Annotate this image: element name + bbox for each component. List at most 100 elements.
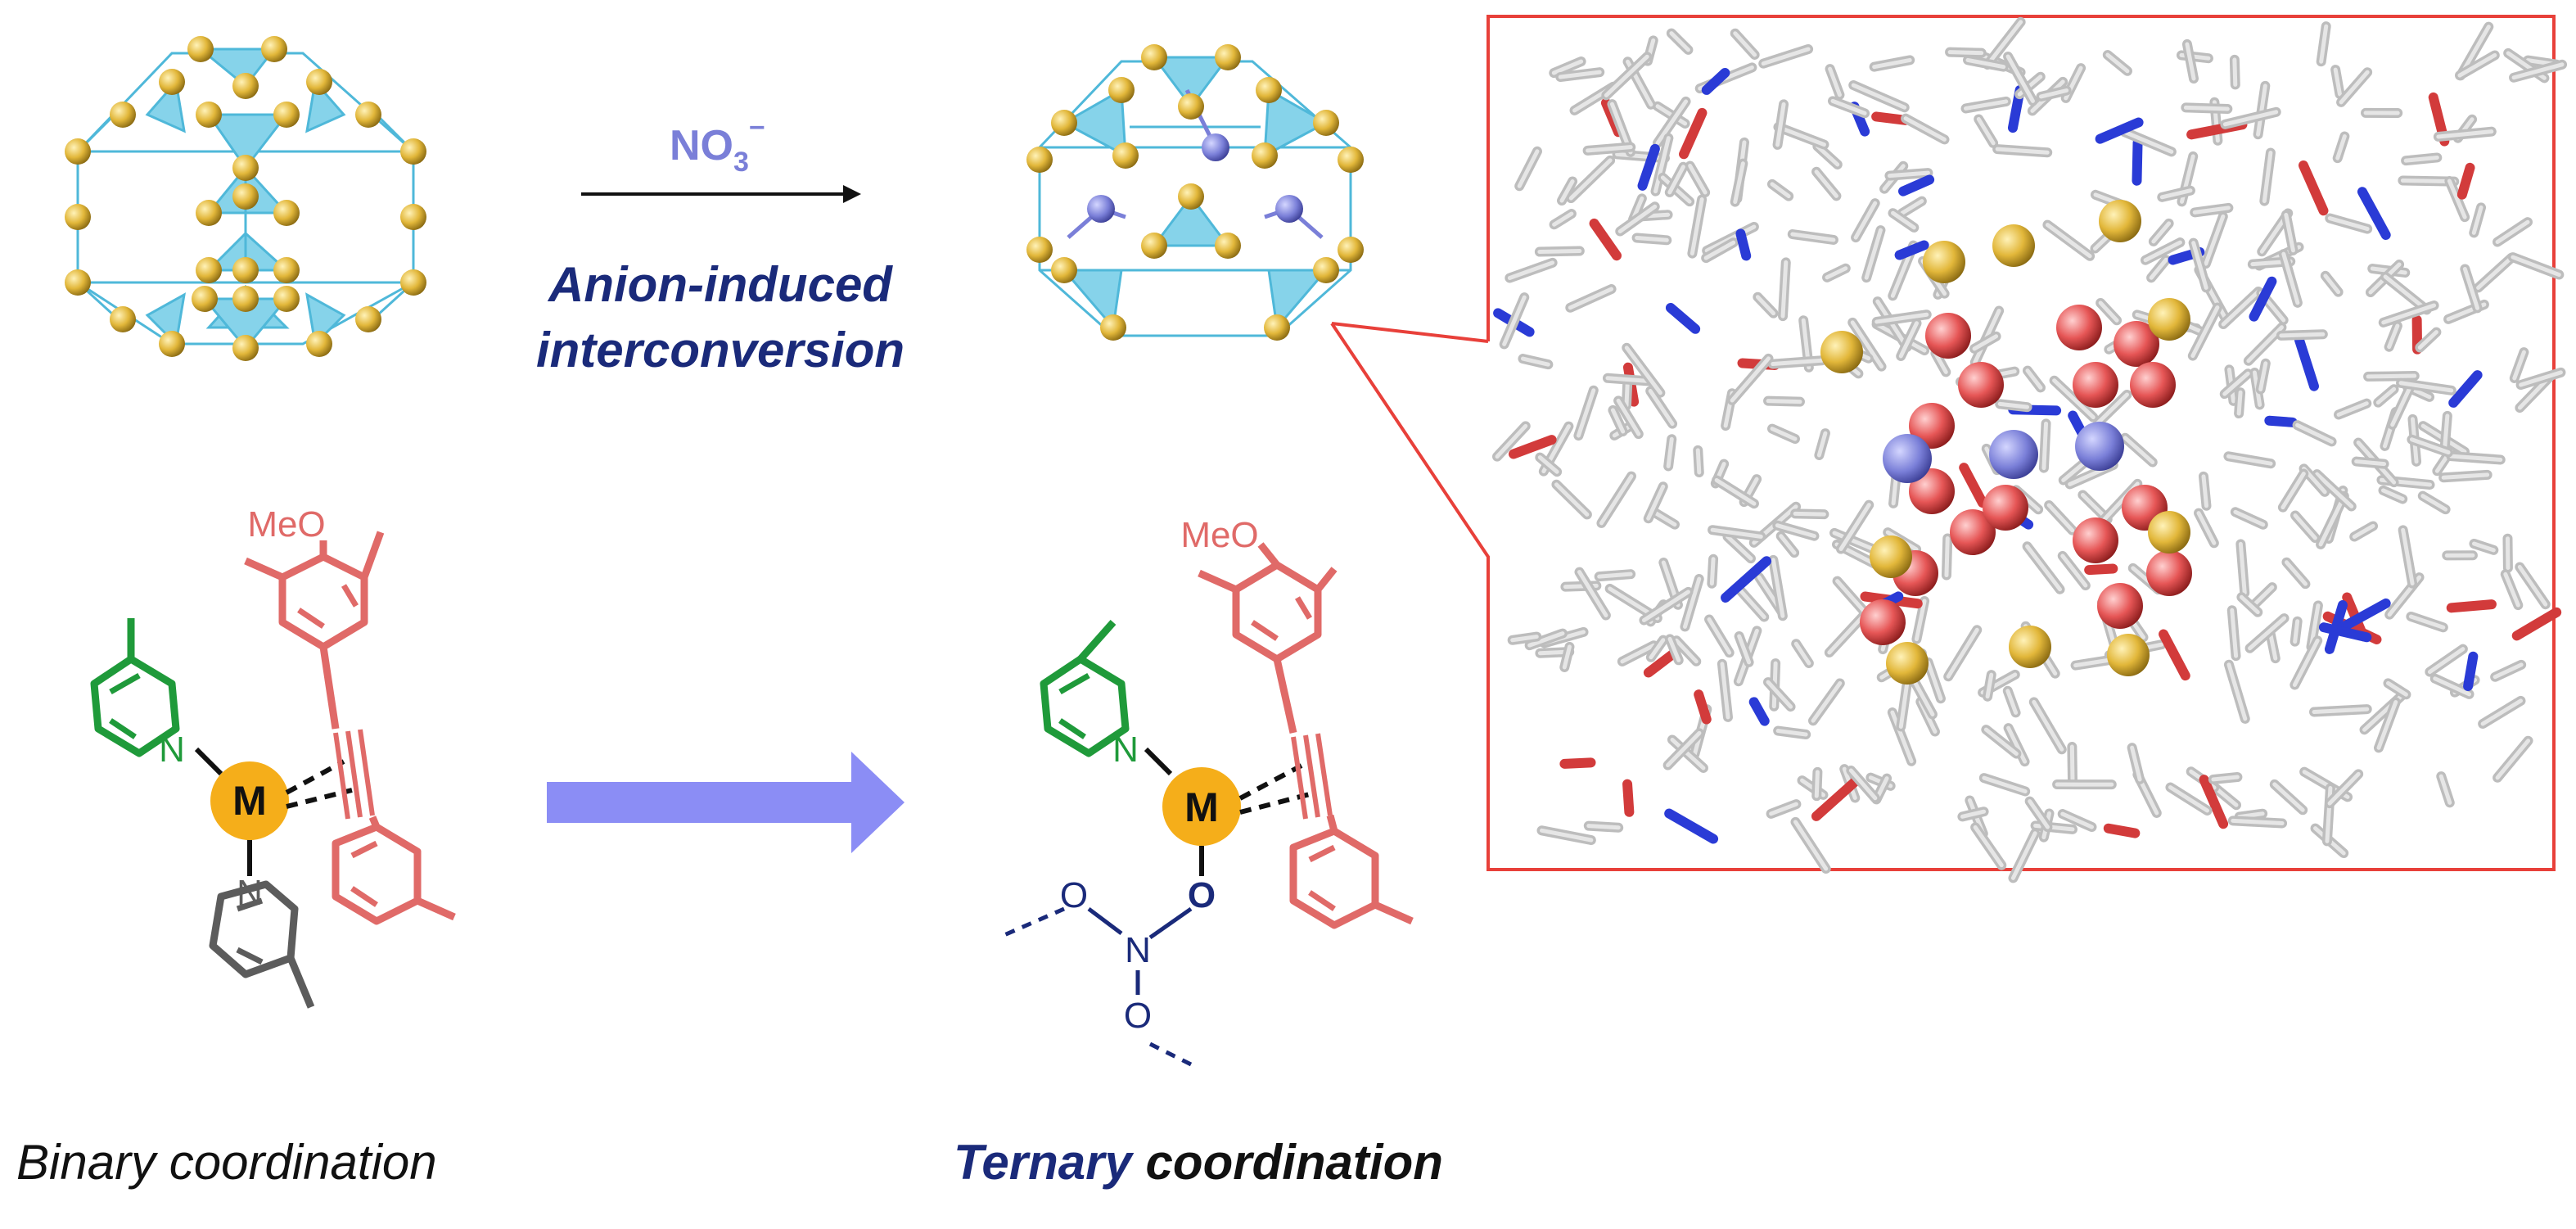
- cage-atom: [187, 36, 214, 62]
- structure-bond: [2376, 700, 2398, 750]
- nitrate-atom: [1275, 195, 1303, 223]
- structure-bond: [2460, 165, 2473, 197]
- structure-bond: [2315, 472, 2354, 508]
- structure-bond: [1577, 570, 1608, 617]
- structure-bond: [1947, 50, 1984, 56]
- structure-bond: [2336, 401, 2369, 417]
- structure-bond: [2427, 647, 2465, 675]
- structure-bond: [1825, 266, 1848, 280]
- transformation-arrow: [547, 752, 905, 853]
- structure-bond: [1669, 31, 1690, 52]
- cage-atom: [306, 69, 332, 95]
- oxygen-sphere: [2114, 321, 2159, 367]
- structure-bond: [2191, 241, 2208, 290]
- cage-atom: [1215, 44, 1241, 70]
- structure-bond: [1761, 47, 1811, 66]
- structure-bond: [1771, 558, 1785, 618]
- structure-bond: [2352, 523, 2375, 540]
- structure-bond: [2408, 614, 2446, 630]
- caption-binary: Binary coordination: [16, 1135, 437, 1190]
- structure-bond: [2239, 594, 2260, 615]
- structure-bond: [2252, 279, 2274, 319]
- structure-bond: [2123, 436, 2155, 465]
- cage-atom: [273, 102, 300, 128]
- metal-sphere: [2148, 298, 2190, 341]
- structure-bond: [1495, 423, 1528, 459]
- structure-bond: [2281, 472, 2306, 510]
- structure-bond: [1562, 760, 1594, 766]
- structure-bond: [1900, 199, 1924, 215]
- nitrate-o-bound: O: [1188, 875, 1216, 915]
- structure-bond: [2441, 472, 2490, 480]
- nitrogen-sphere: [1989, 430, 2038, 479]
- right-pyridine-n: N: [1112, 730, 1139, 770]
- structure-bond: [2192, 206, 2231, 215]
- structure-bond: [2237, 811, 2265, 820]
- structure-bond: [1828, 66, 1842, 97]
- structure-bond: [2284, 212, 2295, 253]
- cage-atom: [1338, 147, 1364, 173]
- structure-bond: [1770, 182, 1791, 199]
- cage-atom: [196, 200, 222, 226]
- structure-bond: [1562, 644, 1572, 670]
- oxygen-sphere: [2056, 305, 2102, 350]
- structure-bond: [1616, 398, 1641, 436]
- structure-bond: [2069, 744, 2075, 787]
- nitrate-atom: [1087, 195, 1115, 223]
- cage-atom: [1108, 77, 1135, 103]
- structure-bond: [1775, 102, 1786, 147]
- structure-bond: [1960, 809, 1987, 819]
- structure-bond: [1775, 124, 1826, 147]
- cage-atom: [1051, 110, 1077, 136]
- structure-bond: [1599, 474, 1634, 526]
- cage-atom: [400, 204, 426, 230]
- structure-bond: [2449, 602, 2494, 610]
- structure-bond: [1625, 782, 1631, 815]
- cage-atom: [65, 138, 91, 165]
- structure-bond: [2375, 386, 2397, 405]
- structure-bond: [1646, 484, 1666, 521]
- nitrogen-sphere: [2075, 422, 2124, 471]
- structure-bond: [2045, 223, 2092, 259]
- structure-bond: [1976, 116, 1996, 146]
- structure-bond: [1552, 211, 1574, 227]
- structure-bond: [1667, 811, 1716, 842]
- structure-bond: [1933, 350, 1948, 374]
- structure-bond: [1835, 579, 1867, 614]
- structure-bond: [1814, 770, 1820, 798]
- structure-bond: [2123, 129, 2174, 154]
- structure-bond: [1710, 527, 1763, 539]
- structure-bond: [2279, 332, 2326, 338]
- structure-bond: [2480, 698, 2524, 726]
- structure-bond: [2046, 503, 2075, 533]
- cage-atom: [65, 269, 91, 296]
- right-metal-label: M: [1184, 784, 1219, 830]
- structure-bond: [1704, 70, 1727, 93]
- structure-bond: [2323, 273, 2341, 295]
- structure-bond: [2292, 638, 2320, 687]
- cage-atom: [273, 200, 300, 226]
- structure-bond: [2202, 777, 2226, 826]
- cage-atom: [1313, 257, 1339, 283]
- structure-bond: [1985, 672, 1994, 699]
- caption-ternary: Ternary coordination: [954, 1135, 1443, 1190]
- structure-bond: [1682, 576, 1702, 629]
- structure-bond: [1965, 57, 2006, 70]
- structure-bond: [2258, 361, 2268, 391]
- structure-bond: [2098, 300, 2119, 323]
- cage-atom: [232, 335, 259, 361]
- structure-bond: [2383, 274, 2429, 312]
- nitrate-n: N: [1125, 930, 1151, 970]
- structure-bond: [2221, 289, 2261, 327]
- structure-bond: [1901, 177, 1932, 194]
- structure-bond: [2448, 454, 2503, 462]
- oxygen-sphere: [1950, 509, 1996, 555]
- structure-bond: [1982, 775, 2028, 793]
- right-cage-structure: [1026, 44, 1364, 341]
- structure-bond: [2267, 630, 2278, 661]
- cage-atom: [159, 331, 185, 357]
- structure-bond: [1872, 57, 1912, 70]
- structure-bond: [1558, 70, 1602, 79]
- structure-bond: [2106, 826, 2137, 836]
- structure-bond: [1961, 465, 1985, 505]
